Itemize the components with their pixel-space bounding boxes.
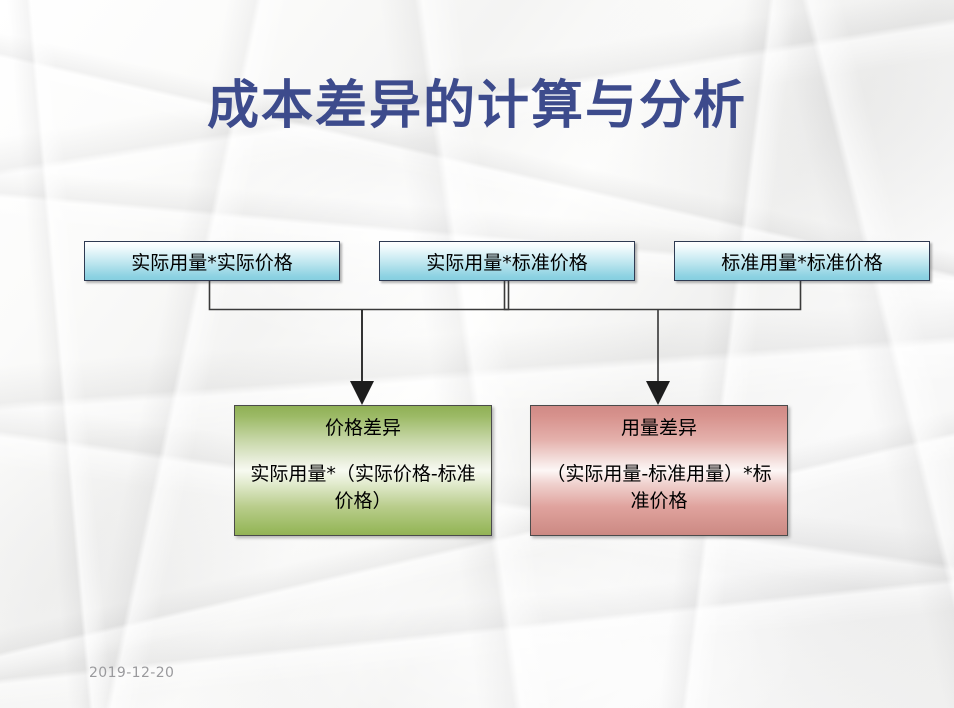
box-label: 实际用量*实际价格 <box>131 251 293 274</box>
date-stamp: 2019-12-20 <box>89 665 175 681</box>
box-actual-qty-actual-price: 实际用量*实际价格 <box>84 241 340 281</box>
box-quantity-variance: 用量差异 （实际用量-标准用量）*标准价格 <box>530 405 788 536</box>
price-variance-heading: 价格差异 <box>324 417 401 439</box>
box-label: 标准用量*标准价格 <box>721 251 883 274</box>
price-variance-formula: 实际用量*（实际价格-标准价格） <box>250 463 476 512</box>
box-standard-qty-standard-price: 标准用量*标准价格 <box>674 241 930 281</box>
slide-title: 成本差异的计算与分析 <box>206 76 747 136</box>
box-actual-qty-standard-price: 实际用量*标准价格 <box>379 241 635 281</box>
quantity-variance-heading: 用量差异 <box>620 417 697 439</box>
box-price-variance: 价格差异 实际用量*（实际价格-标准价格） <box>234 405 492 536</box>
box-label: 实际用量*标准价格 <box>426 251 588 274</box>
quantity-variance-formula: （实际用量-标准用量）*标准价格 <box>546 463 772 512</box>
